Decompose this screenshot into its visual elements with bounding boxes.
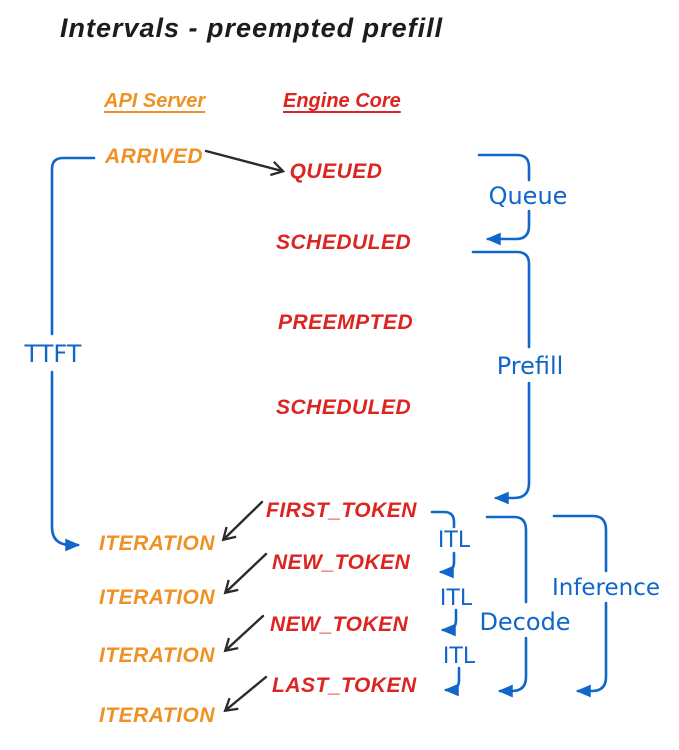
arrow-new-token-2-to-iteration bbox=[223, 614, 265, 653]
event-new-token-1: NEW_TOKEN bbox=[272, 551, 411, 574]
itl-3-interval-label: ITL bbox=[442, 644, 476, 669]
decode-bracket-arrow bbox=[497, 636, 528, 698]
page-title: Intervals - preempted prefill bbox=[60, 13, 444, 43]
event-first-token: FIRST_TOKEN bbox=[266, 499, 417, 522]
event-last-token: LAST_TOKEN bbox=[272, 674, 417, 697]
prefill-bracket-arrow bbox=[493, 381, 531, 505]
event-iteration-4: ITERATION bbox=[98, 704, 216, 727]
event-iteration-3: ITERATION bbox=[98, 644, 216, 667]
event-iteration-2: ITERATION bbox=[98, 586, 216, 609]
arrow-arrived-to-queued bbox=[204, 149, 286, 177]
prefill-interval-label: Prefill bbox=[496, 352, 564, 380]
event-iteration-1: ITERATION bbox=[98, 532, 216, 555]
api-server-header: API Server bbox=[104, 90, 206, 112]
arrow-new-token-1-to-iteration bbox=[223, 552, 268, 595]
event-preempted: PREEMPTED bbox=[278, 311, 414, 334]
event-new-token-2: NEW_TOKEN bbox=[270, 613, 409, 636]
itl-2-interval-label: ITL bbox=[439, 586, 473, 611]
arrow-last-token-to-iteration bbox=[223, 675, 268, 713]
ttft-bracket-arrow bbox=[50, 370, 81, 552]
inference-bracket-arrow bbox=[575, 601, 608, 698]
ttft-bracket-top bbox=[50, 156, 96, 336]
ttft-interval-label: TTFT bbox=[24, 340, 82, 368]
queue-interval-label: Queue bbox=[488, 182, 568, 210]
inference-interval-label: Inference bbox=[551, 575, 661, 601]
event-arrived: ARRIVED bbox=[104, 145, 203, 168]
prefill-bracket-top bbox=[471, 250, 531, 349]
itl-1-interval-label: ITL bbox=[437, 528, 471, 553]
queue-bracket-top bbox=[477, 153, 531, 182]
engine-core-header: Engine Core bbox=[283, 90, 401, 112]
event-scheduled-1: SCHEDULED bbox=[276, 231, 412, 254]
queue-bracket-arrow bbox=[485, 209, 531, 246]
itl-1-hook-arrow bbox=[438, 551, 456, 579]
event-queued: QUEUED bbox=[289, 160, 383, 183]
event-scheduled-2: SCHEDULED bbox=[276, 396, 412, 419]
itl-2-hook-arrow bbox=[440, 608, 458, 637]
inference-bracket-top bbox=[552, 514, 608, 573]
itl-3-hook-arrow bbox=[443, 666, 461, 697]
arrow-first-token-to-iteration bbox=[221, 500, 264, 542]
itl-1-bracket-top bbox=[430, 510, 456, 529]
decode-interval-label: Decode bbox=[479, 608, 571, 636]
decode-bracket-top bbox=[485, 515, 528, 604]
